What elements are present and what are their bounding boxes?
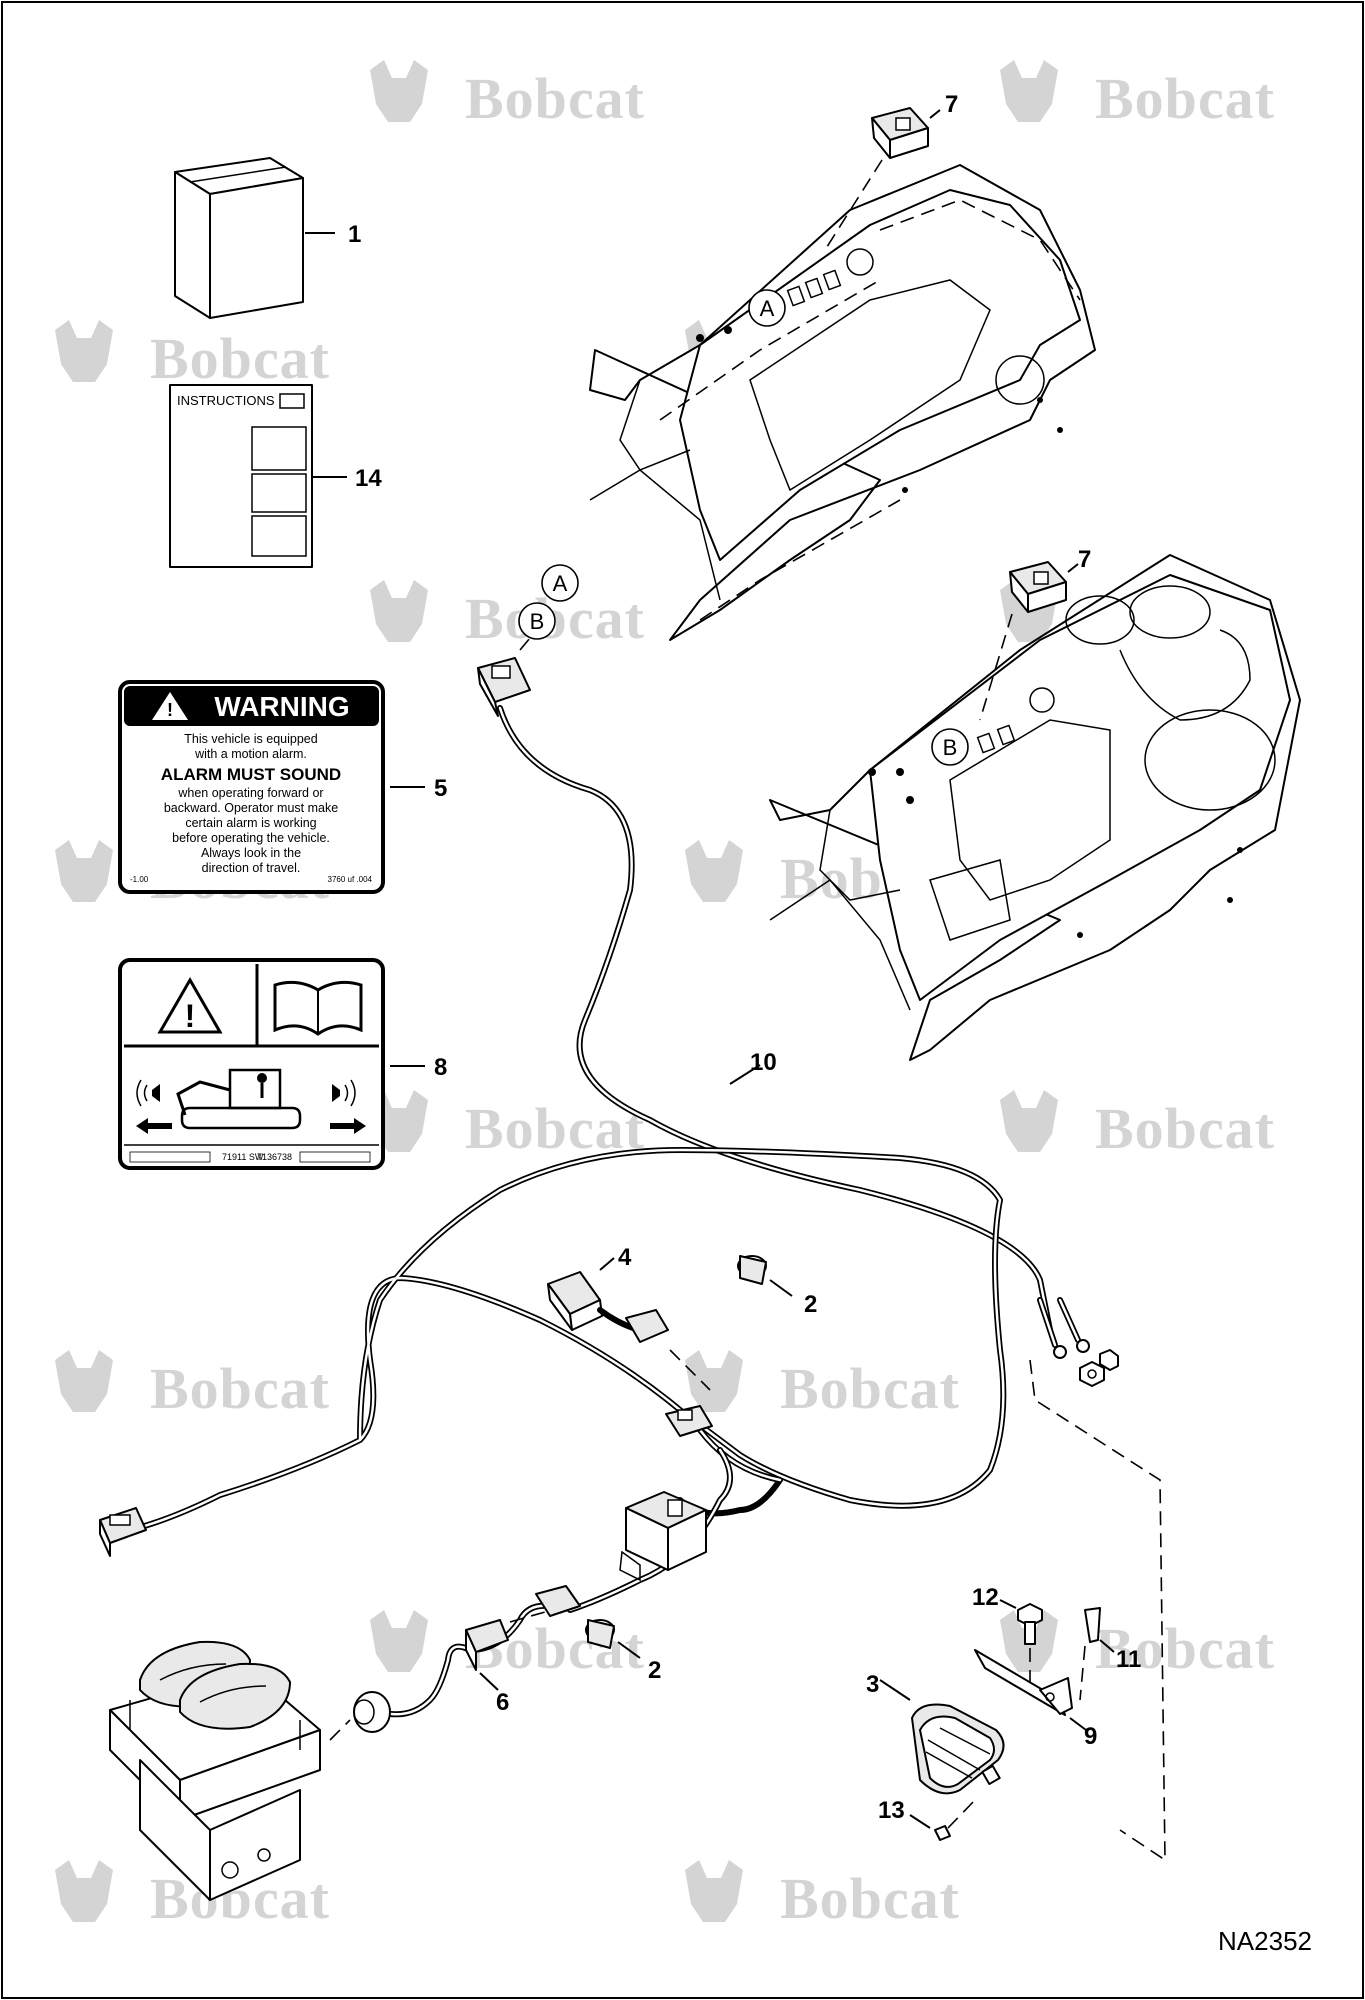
alarm-mount-guide xyxy=(1029,1359,1166,1862)
callout-7-upper: 7 xyxy=(945,91,958,118)
upper-console xyxy=(589,164,1096,641)
arrow-left-icon xyxy=(136,1118,172,1134)
warning-triangle-icon xyxy=(157,976,223,1034)
part-rocker-switch-lower: 7 xyxy=(979,546,1091,721)
part-small-fastener: 13 xyxy=(878,1797,976,1841)
watermark-logo: Bobcat xyxy=(1000,60,1275,131)
part-screw: 11 xyxy=(1079,1607,1141,1701)
callout-5: 5 xyxy=(434,775,447,802)
callout-10: 10 xyxy=(750,1049,777,1076)
ref-label-a-wire: A xyxy=(553,571,568,596)
watermark-text: Bobcat xyxy=(780,1866,960,1931)
ref-circle-b-wire: B xyxy=(518,602,556,640)
callout-11: 11 xyxy=(1116,1646,1141,1673)
callout-12: 12 xyxy=(972,1584,999,1611)
callout-4: 4 xyxy=(618,1244,632,1271)
watermark-logo: Bobcat xyxy=(370,60,645,131)
part-nut xyxy=(1079,1349,1119,1387)
warning-line-1: This vehicle is equipped xyxy=(184,732,317,746)
watermark-text: Bobcat xyxy=(150,1356,330,1421)
ref-label-b-wire: B xyxy=(530,609,545,634)
warning-line-8: direction of travel. xyxy=(202,861,301,875)
warning-line-6: before operating the vehicle. xyxy=(172,831,330,845)
svg-text:!: ! xyxy=(185,998,196,1034)
watermark-logo: Bobcat xyxy=(55,1350,330,1421)
warning-header: WARNING xyxy=(214,691,349,722)
part-pressure-switch: 6 xyxy=(329,1585,581,1741)
part-alarm-decal: ! 71911 SW 7136738 8 xyxy=(118,958,447,1170)
watermark-logo: Bobcat xyxy=(685,1860,960,1931)
excavator-icon xyxy=(176,1068,302,1130)
watermark-text: Bobcat xyxy=(465,1096,645,1161)
ref-circle-a-upper: A xyxy=(748,289,786,327)
watermark-text: Bobcat xyxy=(150,326,330,391)
watermark-logo: Bobcat xyxy=(370,580,644,651)
part-instructions: INSTRUCTIONS 14 xyxy=(169,384,382,568)
part-warning-decal: ! WARNING This vehicle is equipped with … xyxy=(118,680,447,894)
ref-label-b-lower: B xyxy=(943,735,958,760)
watermark-logo: Bobcat xyxy=(685,1350,960,1421)
sound-left-icon xyxy=(136,1079,160,1107)
part-mount-bracket: 9 xyxy=(974,1649,1097,1750)
watermark-text: Bobcat xyxy=(1095,1616,1275,1681)
watermark-logo: Bobcat xyxy=(55,320,330,391)
warning-code-right: 3760 uf .004 xyxy=(328,875,373,884)
callout-6: 6 xyxy=(496,1689,509,1716)
part-rocker-switch-upper: 7 xyxy=(824,91,958,251)
watermark-text: Bobcat xyxy=(780,1356,960,1421)
part-cable-clip-lower: 2 xyxy=(585,1619,661,1684)
warning-line-3: when operating forward or xyxy=(177,786,323,800)
ref-circle-b-lower: B xyxy=(931,728,969,766)
callout-14: 14 xyxy=(355,465,382,492)
control-valve-block xyxy=(109,1640,321,1901)
lower-console xyxy=(769,554,1301,1061)
callout-9: 9 xyxy=(1084,1723,1097,1750)
part-cable-clip-upper: 2 xyxy=(737,1255,817,1318)
warning-line-7: Always look in the xyxy=(201,846,301,860)
watermark-logo: Bobcat xyxy=(1000,1610,1275,1681)
callout-7-lower: 7 xyxy=(1078,546,1091,573)
ref-label-a-upper: A xyxy=(760,296,775,321)
watermark-text: Bobcat xyxy=(1095,66,1275,131)
callout-8: 8 xyxy=(434,1054,447,1081)
ref-circle-a-wire: A xyxy=(541,564,579,602)
watermark-logo: Bobcat xyxy=(370,1090,645,1161)
callout-2-upper: 2 xyxy=(804,1291,817,1318)
part-bolt: 12 xyxy=(972,1584,1043,1690)
drawing-code: NA2352 xyxy=(1218,1926,1312,1956)
watermark-text: Bobcat xyxy=(1095,1096,1275,1161)
sound-right-icon xyxy=(332,1079,356,1107)
watermark-logo: Bobcat xyxy=(1000,1090,1275,1161)
barcode xyxy=(129,1151,371,1163)
part-kit-box: 1 xyxy=(174,157,361,319)
warning-line-2: with a motion alarm. xyxy=(194,747,307,761)
warning-emphasis: ALARM MUST SOUND xyxy=(161,765,341,784)
part-backup-alarm: 3 xyxy=(866,1671,1005,1795)
callout-13: 13 xyxy=(878,1797,905,1824)
callout-3: 3 xyxy=(866,1671,879,1698)
alarm-code-left: 71911 SW xyxy=(222,1152,264,1162)
manual-book-icon xyxy=(273,980,363,1036)
part-relay xyxy=(619,1491,707,1582)
warning-code-left: -1.00 xyxy=(130,875,149,884)
instructions-label: INSTRUCTIONS xyxy=(177,393,275,408)
callout-2-lower: 2 xyxy=(648,1657,661,1684)
svg-text:!: ! xyxy=(167,700,173,720)
alarm-code-right: 7136738 xyxy=(257,1152,292,1162)
arrow-right-icon xyxy=(330,1118,366,1134)
watermark-text: Bobcat xyxy=(465,66,645,131)
part-switch-harness: 10 xyxy=(477,625,1090,1359)
warning-line-4: backward. Operator must make xyxy=(164,801,338,815)
callout-1: 1 xyxy=(348,221,361,248)
part-connector: 4 xyxy=(547,1244,711,1391)
warning-line-5: certain alarm is working xyxy=(185,816,316,830)
